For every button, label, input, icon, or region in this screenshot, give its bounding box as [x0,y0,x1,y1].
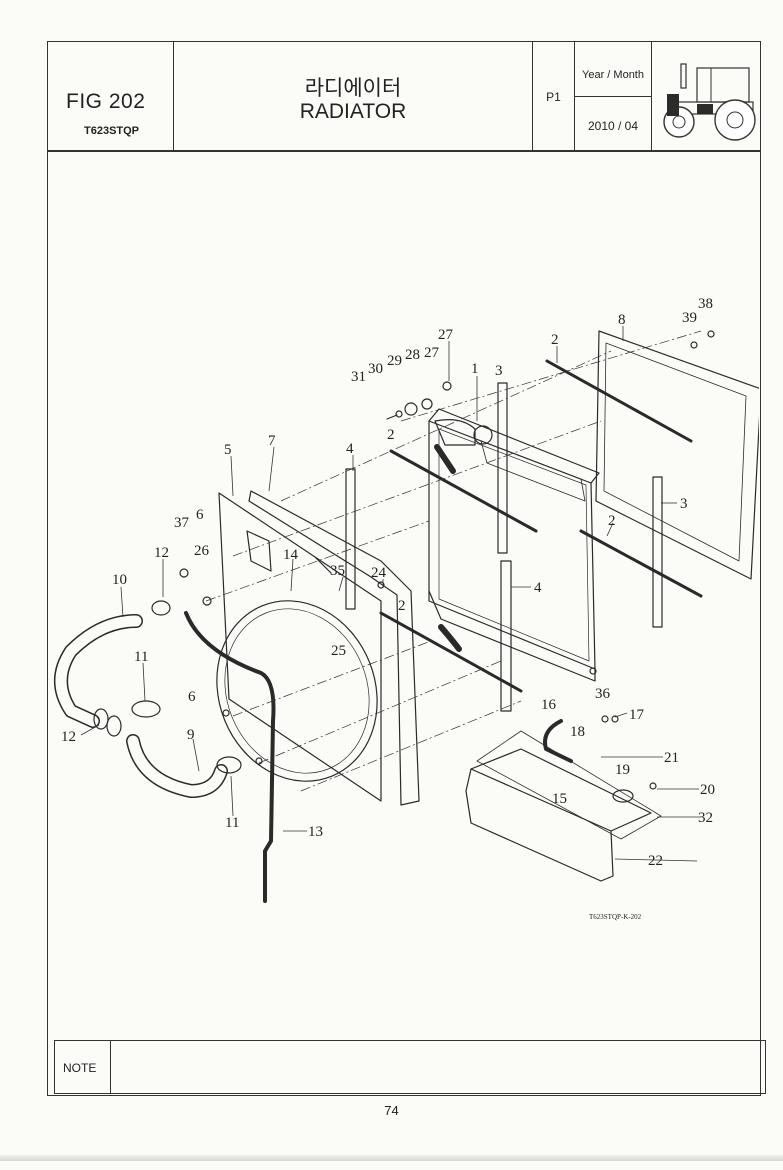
callout-39: 39 [682,310,697,326]
callout-14: 14 [283,547,299,563]
callout-28: 28 [405,347,420,363]
callout-29: 29 [387,353,402,369]
title-korean: 라디에이터 [304,76,402,100]
callout-26: 26 [194,543,210,559]
radiator-exploded-diagram: 1 2 2 2 2 3 3 4 4 5 6 6 7 8 9 10 11 11 1… [54,296,759,921]
callout-11b: 11 [225,815,239,831]
callout-6a: 6 [196,507,204,523]
drawing-code: T623STQP-K-202 [589,913,642,921]
callout-12a: 12 [154,545,169,561]
callout-4b: 4 [534,580,542,596]
condenser-frame-part [595,330,759,580]
callout-1: 1 [471,361,479,377]
callout-35: 35 [330,563,345,579]
callout-24: 24 [371,565,387,581]
diagram-area: 1 2 2 2 2 3 3 4 4 5 6 6 7 8 9 10 11 11 1… [47,151,761,1096]
callout-25: 25 [331,643,346,659]
callout-27b: 27 [424,345,440,361]
figure-number: FIG 202 [66,90,146,113]
callout-7: 7 [268,433,276,449]
callout-13: 13 [308,824,323,840]
callout-30: 30 [368,361,383,377]
fan-shroud-part [218,492,382,802]
callout-2a: 2 [551,332,559,348]
callout-4a: 4 [346,441,354,457]
model-code: T623STQP [84,125,140,137]
callout-27a: 27 [438,327,454,343]
tractor-icon [663,63,756,141]
reservoir-tank-part [465,768,614,882]
callout-21: 21 [664,750,679,766]
callout-17: 17 [629,707,645,723]
callout-18: 18 [570,724,585,740]
callout-5: 5 [224,442,232,458]
callout-22: 22 [648,853,663,869]
callout-3a: 3 [495,363,503,379]
callout-9: 9 [187,727,195,743]
year-month-label: Year / Month [582,69,644,81]
title-english: RADIATOR [299,100,407,123]
year-month-value: 2010 / 04 [587,119,639,133]
callout-19: 19 [615,762,630,778]
header-table: FIG 202 T623STQP 라디에이터 RADIATOR P1 Year … [47,41,761,151]
callout-2b: 2 [387,427,395,443]
page-code: P1 [546,90,561,104]
radiator-core-part [428,420,596,670]
callout-6b: 6 [188,689,196,705]
callout-2c: 2 [608,513,616,529]
callout-31: 31 [351,369,366,385]
callout-10: 10 [112,572,127,588]
callout-11a: 11 [134,649,148,665]
note-box: NOTE [54,1040,766,1094]
callout-37: 37 [174,515,190,531]
callout-15: 15 [552,791,567,807]
scan-edge [0,1155,783,1161]
callout-32: 32 [698,810,713,826]
callout-16: 16 [541,697,557,713]
gasket-part [248,490,420,806]
callout-38: 38 [698,296,713,312]
note-label: NOTE [63,1061,97,1075]
callout-8: 8 [618,312,626,328]
callout-12b: 12 [61,729,76,745]
callout-3b: 3 [680,496,688,512]
page-number: 74 [384,1103,399,1118]
callout-2d: 2 [398,598,406,614]
callout-20: 20 [700,782,715,798]
callout-36: 36 [595,686,611,702]
